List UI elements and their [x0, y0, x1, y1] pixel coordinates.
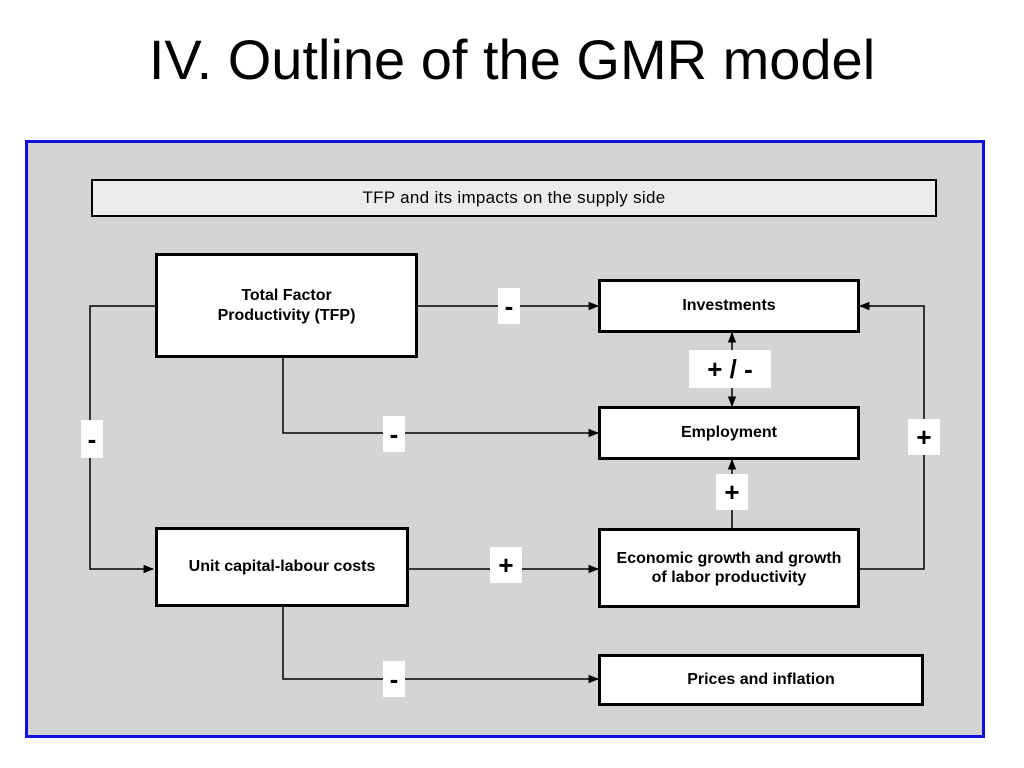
diagram-header: TFP and its impacts on the supply side: [91, 179, 937, 217]
sign-tfp-to-unit-costs: -: [81, 420, 103, 458]
box-prices: Prices and inflation: [598, 654, 924, 706]
arrow-unit-costs-to-prices: [282, 606, 600, 684]
sign-growth-to-employment: +: [716, 474, 748, 510]
sign-unit-costs-to-growth: +: [490, 547, 522, 583]
sign-tfp-to-employment: -: [383, 416, 405, 452]
box-unit-costs: Unit capital-labour costs: [155, 527, 409, 607]
sign-tfp-to-investments: -: [498, 288, 520, 324]
box-tfp: Total Factor Productivity (TFP): [155, 253, 418, 358]
slide-title: IV. Outline of the GMR model: [148, 28, 876, 91]
sign-growth-to-investments: +: [908, 419, 940, 455]
sign-unit-costs-to-prices: -: [383, 661, 405, 697]
diagram-panel: TFP and its impacts on the supply side T…: [25, 140, 985, 738]
box-investments: Investments: [598, 279, 860, 333]
box-employment: Employment: [598, 406, 860, 460]
arrow-tfp-to-employment: [282, 358, 600, 438]
sign-investments-employment: + / -: [689, 350, 771, 388]
box-growth: Economic growth and growth of labor prod…: [598, 528, 860, 608]
